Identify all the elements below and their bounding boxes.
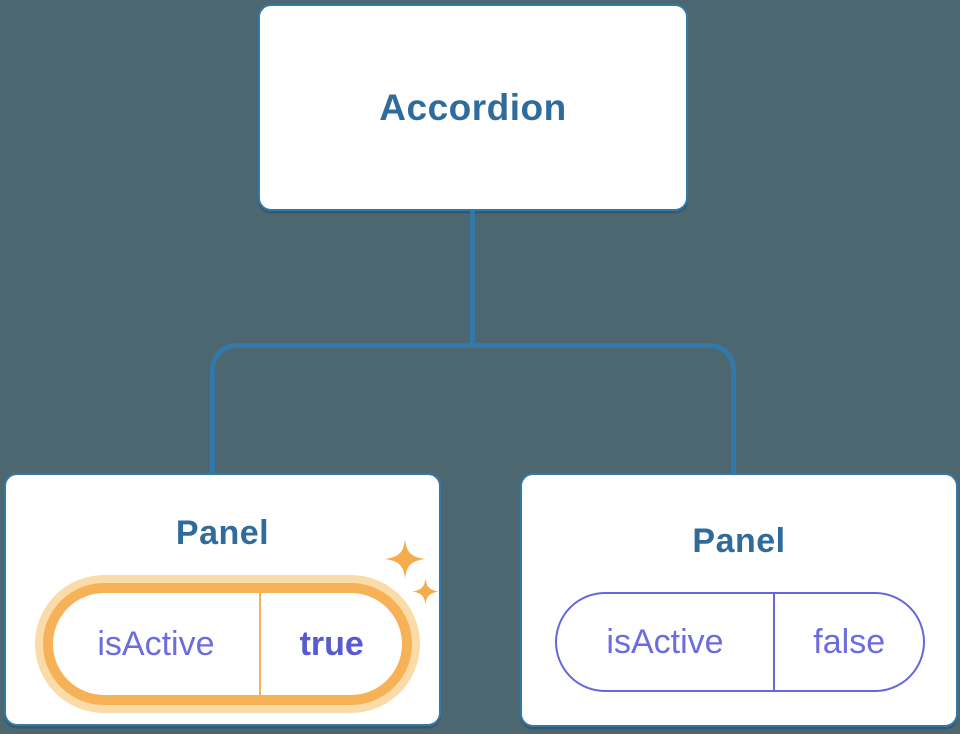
connector-stem-line	[470, 209, 475, 345]
panel-node-active: Panel isActive true	[4, 473, 441, 726]
state-pill-active: isActive true	[43, 583, 412, 705]
panel-node-inactive: Panel isActive false	[520, 473, 958, 727]
connector-branch-bracket	[210, 343, 736, 473]
accordion-node-label: Accordion	[379, 86, 567, 128]
pill-divider	[772, 594, 776, 690]
state-pill-inactive: isActive false	[555, 592, 925, 692]
sparkle-icon	[385, 539, 425, 579]
panel-node-label: Panel	[692, 522, 786, 560]
state-key-label: isActive	[606, 622, 724, 661]
state-value-label: true	[299, 624, 364, 663]
state-value-label: false	[813, 622, 886, 661]
panel-node-label: Panel	[175, 514, 270, 552]
state-key-label: isActive	[97, 624, 215, 663]
accordion-node: Accordion	[258, 4, 688, 211]
sparkle-icon	[412, 578, 439, 605]
pill-divider	[258, 593, 262, 695]
